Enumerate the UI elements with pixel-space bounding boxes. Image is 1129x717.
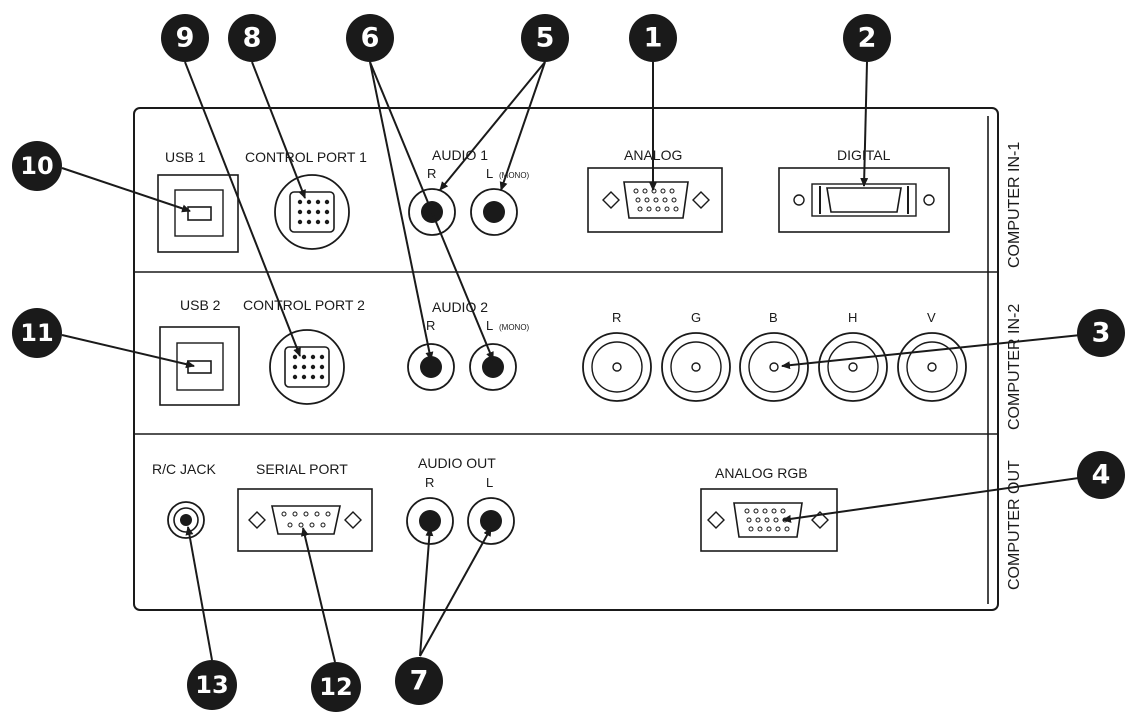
- arrow-4: [782, 474, 1101, 523]
- control-port2-connector: [269, 329, 345, 405]
- side-label-out: COMPUTER OUT: [1006, 460, 1023, 590]
- label-audio-out-l: L: [486, 475, 493, 490]
- label-usb1: USB 1: [165, 149, 206, 165]
- arrow-12: [300, 527, 336, 663]
- audio-out-l-jack: [467, 497, 515, 545]
- arrow-10: [61, 167, 191, 213]
- callout-number-12: 12: [311, 662, 361, 712]
- audio2-r-jack: [407, 343, 455, 391]
- callout-number-13-text: 13: [195, 671, 228, 699]
- label-control-port1: CONTROL PORT 1: [245, 149, 367, 165]
- label-control-port2: CONTROL PORT 2: [243, 297, 365, 313]
- arrow-3: [781, 332, 1101, 370]
- audio1-l-jack: [470, 188, 518, 236]
- callout-number-4: 4: [1077, 451, 1125, 499]
- label-audio1-mono: (MONO): [499, 171, 530, 180]
- serial-port-connector: [237, 488, 373, 552]
- callout-number-11: 11: [12, 308, 62, 358]
- label-audio2-l: L: [486, 318, 493, 333]
- callout-number-2-text: 2: [858, 23, 877, 54]
- arrow-11: [61, 334, 195, 369]
- control-port1-connector: [274, 174, 350, 250]
- side-label-in1: COMPUTER IN-1: [1006, 142, 1023, 268]
- bnc-b-connector: [739, 332, 809, 402]
- callout-number-11-text: 11: [20, 319, 53, 347]
- label-audio2: AUDIO 2: [432, 299, 488, 315]
- label-audio1-l: L: [486, 166, 493, 181]
- arrow-2: [860, 61, 869, 187]
- arrow-5a: [439, 61, 546, 191]
- callout-number-9: 9: [161, 14, 209, 62]
- bnc-r-connector: [582, 332, 652, 402]
- arrow-5b: [499, 61, 546, 191]
- callout-number-1-text: 1: [644, 23, 663, 54]
- callout-number-7: 7: [395, 657, 443, 705]
- callout-number-5-text: 5: [536, 23, 555, 54]
- arrow-7a: [419, 527, 434, 657]
- arrow-13: [185, 526, 213, 661]
- label-bnc-g: G: [691, 310, 701, 325]
- label-audio-out: AUDIO OUT: [418, 455, 496, 471]
- label-audio2-r: R: [426, 318, 435, 333]
- callout-number-1: 1: [629, 14, 677, 62]
- callout-number-2: 2: [843, 14, 891, 62]
- label-usb2: USB 2: [180, 297, 221, 313]
- callout-arrows: [61, 61, 1101, 663]
- rc-jack-connector: [167, 501, 205, 539]
- callout-number-8-text: 8: [243, 23, 262, 54]
- callout-number-3-text: 3: [1092, 318, 1111, 349]
- bnc-v-connector: [897, 332, 967, 402]
- side-label-in2: COMPUTER IN-2: [1006, 304, 1023, 430]
- audio2-l-jack: [469, 343, 517, 391]
- analog-rgb-vga-connector: [700, 488, 838, 552]
- arrow-8: [251, 61, 306, 199]
- callout-number-4-text: 4: [1092, 460, 1111, 491]
- label-serial-port: SERIAL PORT: [256, 461, 348, 477]
- usb1-port: [157, 174, 239, 253]
- callout-number-5: 5: [521, 14, 569, 62]
- audio-out-r-jack: [406, 497, 454, 545]
- label-bnc-r: R: [612, 310, 621, 325]
- arrow-7b: [419, 527, 492, 657]
- label-audio1: AUDIO 1: [432, 147, 488, 163]
- usb2-port: [159, 326, 240, 406]
- label-bnc-h: H: [848, 310, 857, 325]
- label-audio1-r: R: [427, 166, 436, 181]
- label-bnc-v: V: [927, 310, 936, 325]
- callout-number-12-text: 12: [319, 673, 352, 701]
- callout-number-6-text: 6: [361, 23, 380, 54]
- callout-number-10: 10: [12, 141, 62, 191]
- arrow-6a: [369, 61, 434, 361]
- callout-number-9-text: 9: [176, 23, 195, 54]
- callout-number-7-text: 7: [410, 666, 429, 697]
- analog-vga-connector: [587, 167, 723, 233]
- callout-number-8: 8: [228, 14, 276, 62]
- bnc-g-connector: [661, 332, 731, 402]
- callout-number-6: 6: [346, 14, 394, 62]
- callout-number-13: 13: [187, 660, 237, 710]
- label-audio2-mono: (MONO): [499, 323, 530, 332]
- callout-number-10-text: 10: [20, 152, 53, 180]
- panel-frame: [133, 107, 999, 611]
- label-analog-rgb: ANALOG RGB: [715, 465, 808, 481]
- label-rc-jack: R/C JACK: [152, 461, 216, 477]
- label-bnc-b: B: [769, 310, 778, 325]
- label-audio-out-r: R: [425, 475, 434, 490]
- arrow-6b: [369, 61, 494, 361]
- bnc-h-connector: [818, 332, 888, 402]
- arrow-9: [184, 61, 301, 357]
- callout-number-3: 3: [1077, 309, 1125, 357]
